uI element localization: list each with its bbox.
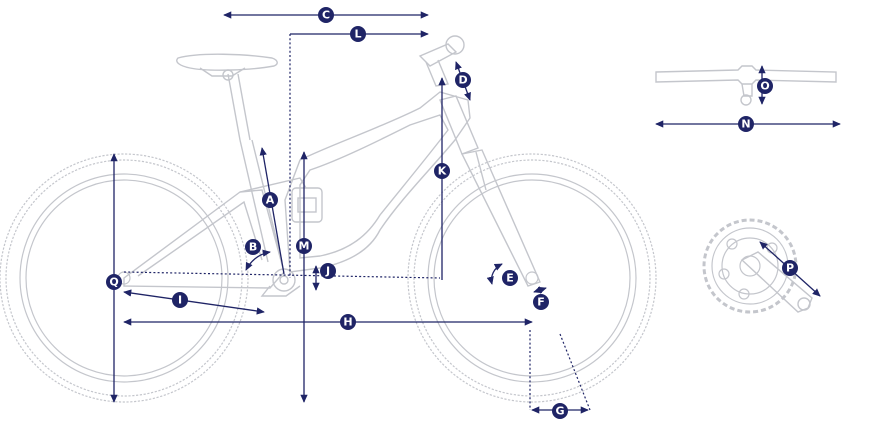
badge-o: O xyxy=(757,78,773,94)
svg-text:I: I xyxy=(178,294,182,307)
badge-b: B xyxy=(245,239,261,255)
handlebar xyxy=(655,65,837,85)
badge-g: G xyxy=(552,403,568,419)
dim-a-line xyxy=(259,147,285,275)
head-tube xyxy=(439,95,479,155)
badge-h: H xyxy=(340,314,356,330)
svg-text:E: E xyxy=(506,272,514,285)
badge-j: J xyxy=(320,263,336,279)
badge-c: C xyxy=(318,7,334,23)
badge-k: K xyxy=(434,163,450,179)
badge-a: A xyxy=(262,192,278,208)
badge-m: M xyxy=(296,238,312,254)
badge-p: P xyxy=(782,260,798,276)
svg-text:G: G xyxy=(555,405,564,418)
svg-text:Q: Q xyxy=(109,276,118,289)
shock xyxy=(291,187,323,223)
fork xyxy=(460,149,541,287)
dim-i-line xyxy=(123,289,265,315)
svg-text:N: N xyxy=(741,118,750,131)
front-wheel xyxy=(407,153,657,403)
svg-text:M: M xyxy=(299,240,310,253)
svg-text:L: L xyxy=(354,28,361,41)
dim-e-arc xyxy=(486,263,503,285)
badge-i: I xyxy=(172,292,188,308)
svg-text:C: C xyxy=(322,9,330,22)
badge-d: D xyxy=(455,72,471,88)
badge-q: Q xyxy=(106,274,122,290)
bike-outline xyxy=(0,35,657,403)
dim-f-line xyxy=(533,286,547,294)
badge-n: N xyxy=(738,116,754,132)
dimension-lines xyxy=(110,11,591,414)
svg-text:P: P xyxy=(786,262,794,275)
svg-text:F: F xyxy=(537,296,545,309)
dim-b-arc xyxy=(245,249,271,271)
svg-text:H: H xyxy=(343,316,352,329)
svg-text:K: K xyxy=(438,165,447,178)
svg-text:A: A xyxy=(266,194,275,207)
handlebar-inset xyxy=(655,65,841,128)
frame-front-triangle xyxy=(284,91,471,273)
svg-text:D: D xyxy=(458,74,467,87)
badge-e: E xyxy=(502,270,518,286)
bottom-bracket xyxy=(272,268,296,292)
crankset-inset xyxy=(702,218,821,314)
stem xyxy=(418,43,458,67)
saddle xyxy=(176,53,278,71)
svg-text:B: B xyxy=(249,241,257,254)
svg-text:O: O xyxy=(760,80,769,93)
seat-post xyxy=(227,73,251,141)
badge-f: F xyxy=(533,294,549,310)
badge-l: L xyxy=(350,26,366,42)
svg-text:J: J xyxy=(325,265,330,278)
